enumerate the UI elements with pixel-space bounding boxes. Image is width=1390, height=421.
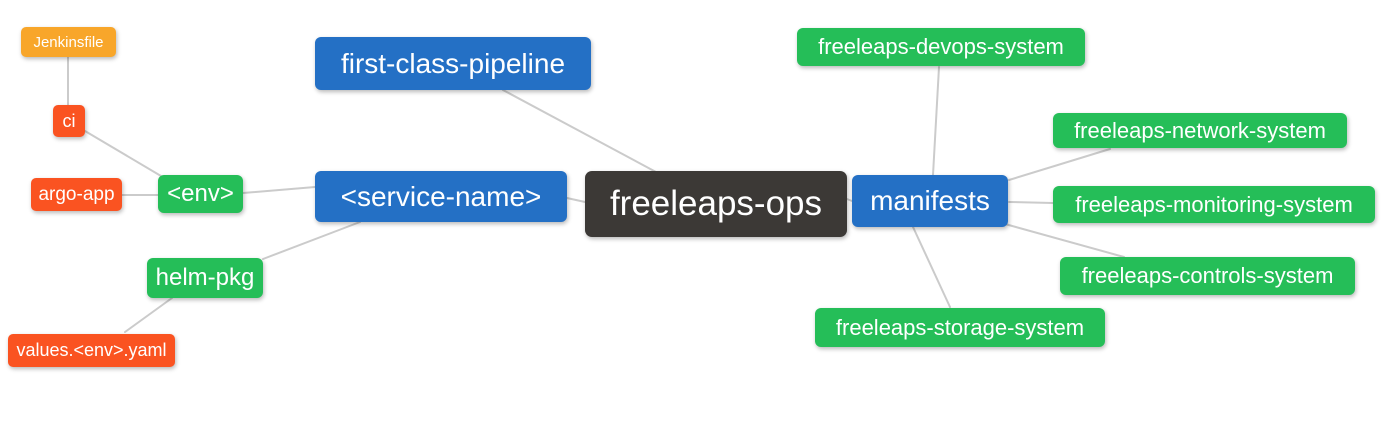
node-values-env-yaml[interactable]: values.<env>.yaml bbox=[8, 334, 175, 367]
node-ci[interactable]: ci bbox=[53, 105, 85, 137]
node-service-name[interactable]: <service-name> bbox=[315, 171, 567, 222]
edge-env-to-service_name bbox=[242, 186, 316, 194]
node-freeleaps-ops-root[interactable]: freeleaps-ops bbox=[585, 171, 847, 237]
node-argo-app[interactable]: argo-app bbox=[31, 178, 122, 211]
node-freeleaps-devops-system[interactable]: freeleaps-devops-system bbox=[797, 28, 1085, 66]
edge-helm_pkg-to-service_name bbox=[262, 221, 361, 260]
edge-manifests-to-monitoring_system bbox=[1008, 201, 1054, 204]
node-manifests[interactable]: manifests bbox=[852, 175, 1008, 227]
node-helm-pkg[interactable]: helm-pkg bbox=[147, 258, 263, 298]
node-freeleaps-network-system[interactable]: freeleaps-network-system bbox=[1053, 113, 1347, 148]
edge-manifests-to-devops_system bbox=[932, 66, 940, 176]
edge-first_class_pipeline-to-freeleaps_ops bbox=[502, 89, 657, 173]
node-freeleaps-monitoring-system[interactable]: freeleaps-monitoring-system bbox=[1053, 186, 1375, 223]
edge-ci-to-env bbox=[84, 130, 162, 177]
edge-manifests-to-controls_system bbox=[1004, 223, 1125, 258]
edge-values_env_yaml-to-helm_pkg bbox=[124, 297, 173, 333]
edge-manifests-to-network_system bbox=[1008, 148, 1111, 181]
node-first-class-pipeline[interactable]: first-class-pipeline bbox=[315, 37, 591, 90]
node-freeleaps-controls-system[interactable]: freeleaps-controls-system bbox=[1060, 257, 1355, 295]
node-freeleaps-storage-system[interactable]: freeleaps-storage-system bbox=[815, 308, 1105, 347]
node-jenkinsfile[interactable]: Jenkinsfile bbox=[21, 27, 116, 57]
edge-manifests-to-storage_system bbox=[912, 226, 951, 308]
node-env[interactable]: <env> bbox=[158, 175, 243, 213]
edge-freeleaps_ops-to-manifests bbox=[846, 198, 853, 202]
edge-service_name-to-freeleaps_ops bbox=[566, 197, 586, 203]
